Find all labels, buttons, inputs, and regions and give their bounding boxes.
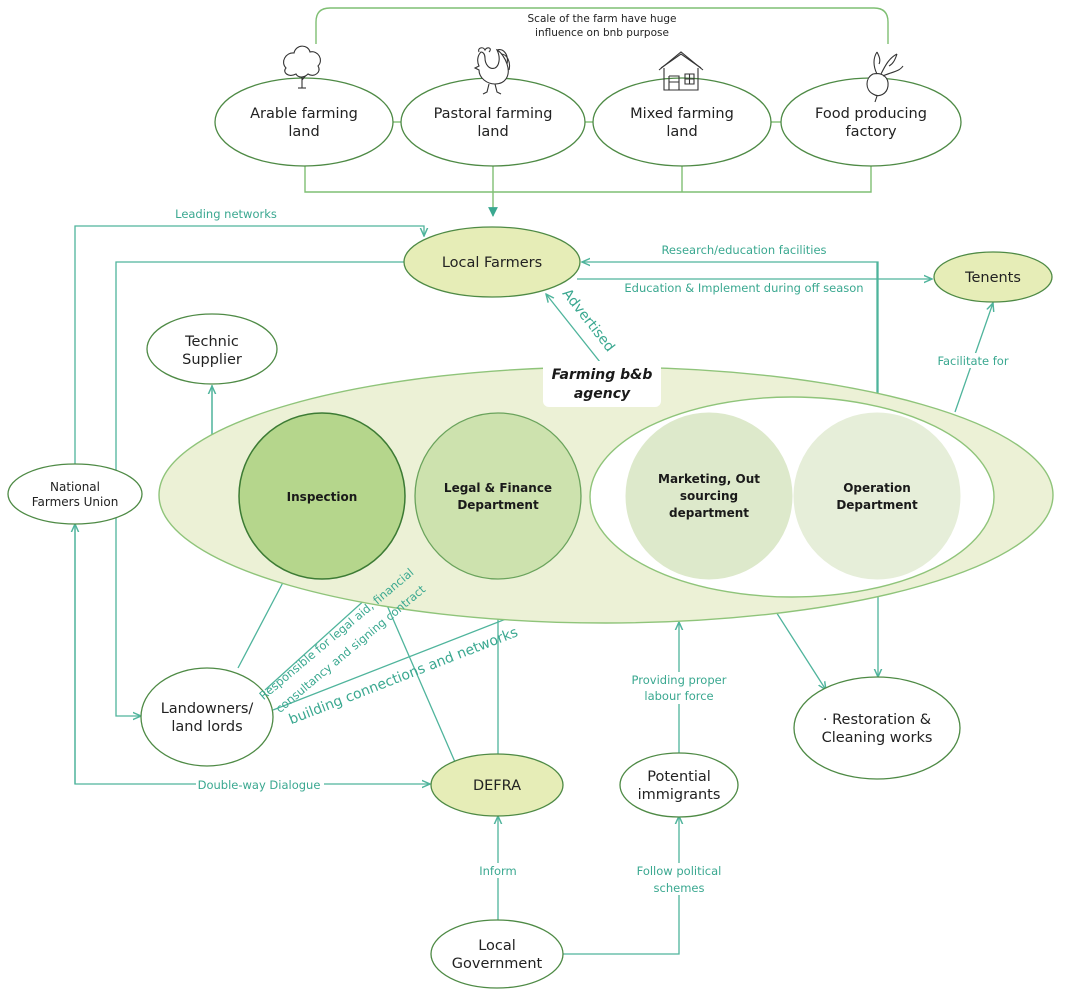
agency-title-box [543, 361, 661, 407]
farm-types: Arable farming land Pastoral farming lan… [214, 77, 962, 167]
providing-labour-line-2: labour force [644, 689, 713, 703]
follow-political-line-1: Follow political [637, 864, 722, 878]
agency-title-line-1: Farming b&b [552, 367, 653, 383]
providing-labour-line-1: Providing proper [632, 673, 727, 687]
double-way-label: Double-way Dialogue [198, 778, 321, 792]
local-government-line-1: Local [478, 938, 516, 954]
local-farmers-label: Local Farmers [442, 255, 542, 271]
tenents-node[interactable] [933, 251, 1053, 303]
nfu-line-1: National [50, 480, 100, 494]
legal-finance-label-1: Legal & Finance [444, 481, 552, 495]
barn-icon [658, 51, 704, 91]
potential-immigrants-node[interactable] [619, 752, 739, 818]
legal-finance-circle[interactable] [414, 412, 582, 580]
inspection-circle[interactable] [238, 412, 406, 580]
technic-supplier-line-1: Technic [184, 334, 239, 350]
farm-arable-line-1: Arable farming [250, 106, 358, 122]
marketing-label-2: sourcing [680, 489, 738, 503]
farm-mixed-line-2: land [666, 124, 697, 140]
marketing-label-3: department [669, 506, 749, 520]
farm-mixed-node[interactable] [592, 77, 772, 167]
landowners-line-1: Landowners/ [161, 701, 254, 717]
local-farmers-node[interactable] [403, 226, 581, 298]
immigrants-line-2: immigrants [638, 787, 721, 803]
farm-factory-line-1: Food producing [815, 106, 927, 122]
restoration-line-2: Cleaning works [822, 730, 933, 746]
local-government-line-2: Government [452, 956, 543, 972]
follow-political-line-2: schemes [654, 881, 705, 895]
national-farmers-union-node[interactable] [7, 463, 143, 525]
tree-icon [283, 45, 321, 89]
education-implement-label: Education & Implement during off season [624, 281, 863, 295]
scale-bracket [315, 7, 889, 44]
farm-mixed-line-1: Mixed farming [630, 106, 734, 122]
farm-pastoral-line-2: land [477, 124, 508, 140]
restoration-node[interactable] [793, 676, 961, 780]
rooster-icon [473, 47, 511, 95]
inspection-label: Inspection [287, 490, 358, 504]
farm-pastoral-node[interactable] [400, 77, 586, 167]
marketing-circle[interactable] [625, 412, 793, 580]
scale-note-line-2: influence on bnb purpose [535, 27, 669, 39]
farm-arable-node[interactable] [214, 77, 394, 167]
tenents-label: Tenents [964, 270, 1021, 286]
research-education-label: Research/education facilities [661, 243, 826, 257]
farm-arable-line-2: land [288, 124, 319, 140]
operation-circle[interactable] [793, 412, 961, 580]
landowners-line-2: land lords [171, 719, 242, 735]
defra-label: DEFRA [473, 778, 521, 794]
leading-networks-label: Leading networks [175, 207, 277, 221]
beetroot-icon [866, 51, 904, 103]
technic-supplier-line-2: Supplier [182, 352, 242, 368]
local-government-node[interactable] [430, 919, 564, 989]
facilitate-for-label: Facilitate for [937, 354, 1008, 368]
restoration-line-1: · Restoration & [823, 712, 931, 728]
farm-factory-line-2: factory [845, 124, 896, 140]
legal-finance-label-2: Department [457, 498, 539, 512]
operation-label-1: Operation [843, 481, 911, 495]
nfu-line-2: Farmers Union [32, 495, 119, 509]
inform-label: Inform [479, 864, 517, 878]
immigrants-line-1: Potential [647, 769, 711, 785]
farm-pastoral-line-1: Pastoral farming [434, 106, 553, 122]
scale-note-line-1: Scale of the farm have huge [528, 13, 677, 25]
operation-label-2: Department [836, 498, 918, 512]
agency-title-line-2: agency [574, 386, 631, 402]
marketing-label-1: Marketing, Out [658, 472, 760, 486]
technic-supplier-node[interactable] [146, 313, 278, 385]
defra-node[interactable] [430, 753, 564, 817]
landowners-node[interactable] [140, 667, 274, 767]
